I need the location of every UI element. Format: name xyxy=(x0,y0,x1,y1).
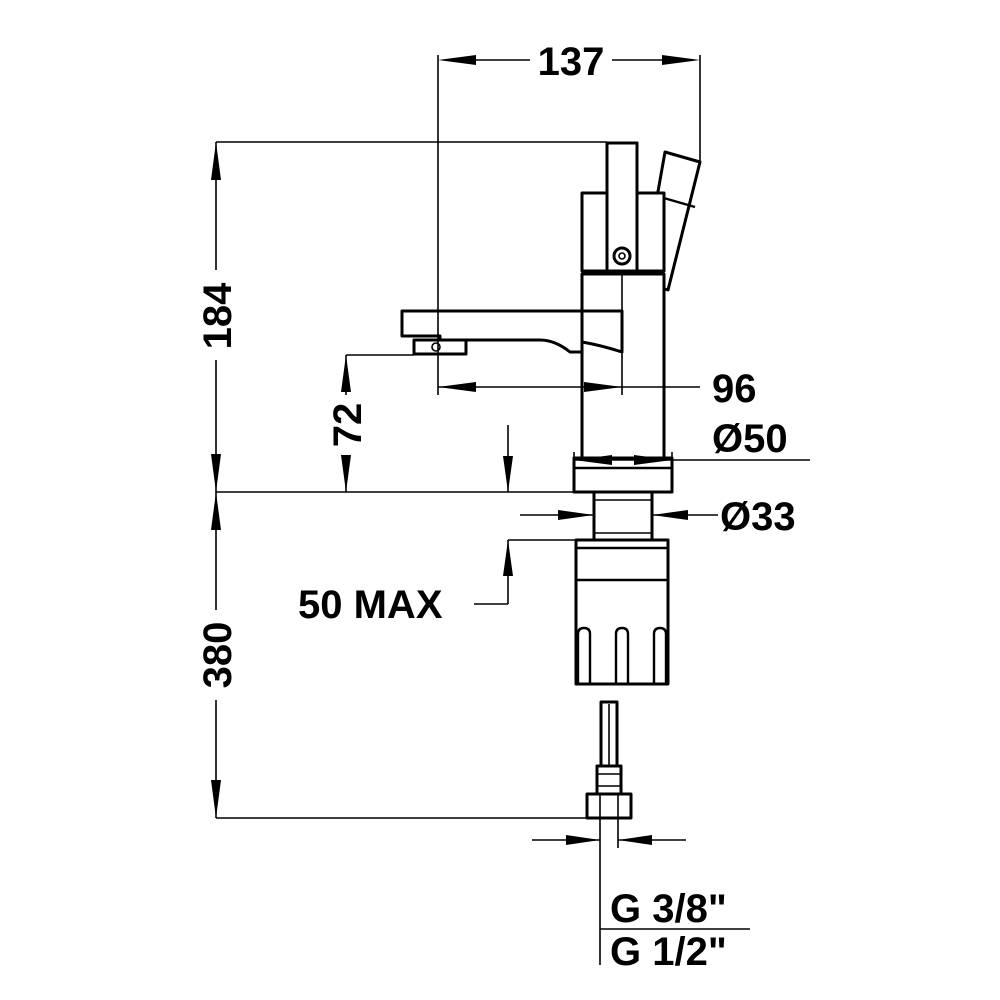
mounting-nut xyxy=(574,538,670,686)
faucet-body-column xyxy=(580,272,666,460)
dim-spout-height: 72 xyxy=(326,403,370,448)
dim-hose-length: 380 xyxy=(196,622,240,689)
dim-thread-small: G 3/8" xyxy=(610,887,727,931)
base-flange xyxy=(572,456,674,494)
hose-ferrule xyxy=(595,764,623,796)
dim-thread-large: G 1/2" xyxy=(610,930,727,974)
dim-spout-width: 137 xyxy=(538,40,605,84)
dimension-lines xyxy=(211,55,810,965)
dim-body-diameter: Ø50 xyxy=(712,417,788,461)
dimension-labels: 137 184 72 380 96 Ø50 Ø33 50 MAX G 3/8" … xyxy=(196,40,796,974)
dim-spout-reach: 96 xyxy=(712,367,757,411)
lever-pivot-screw xyxy=(612,246,632,266)
hose-hex-fitting xyxy=(585,792,633,820)
faucet-outline xyxy=(400,141,702,820)
dim-countertop-max: 50 MAX xyxy=(298,583,443,627)
dim-shank-diameter: Ø33 xyxy=(720,495,796,539)
dim-total-height: 184 xyxy=(196,282,240,349)
